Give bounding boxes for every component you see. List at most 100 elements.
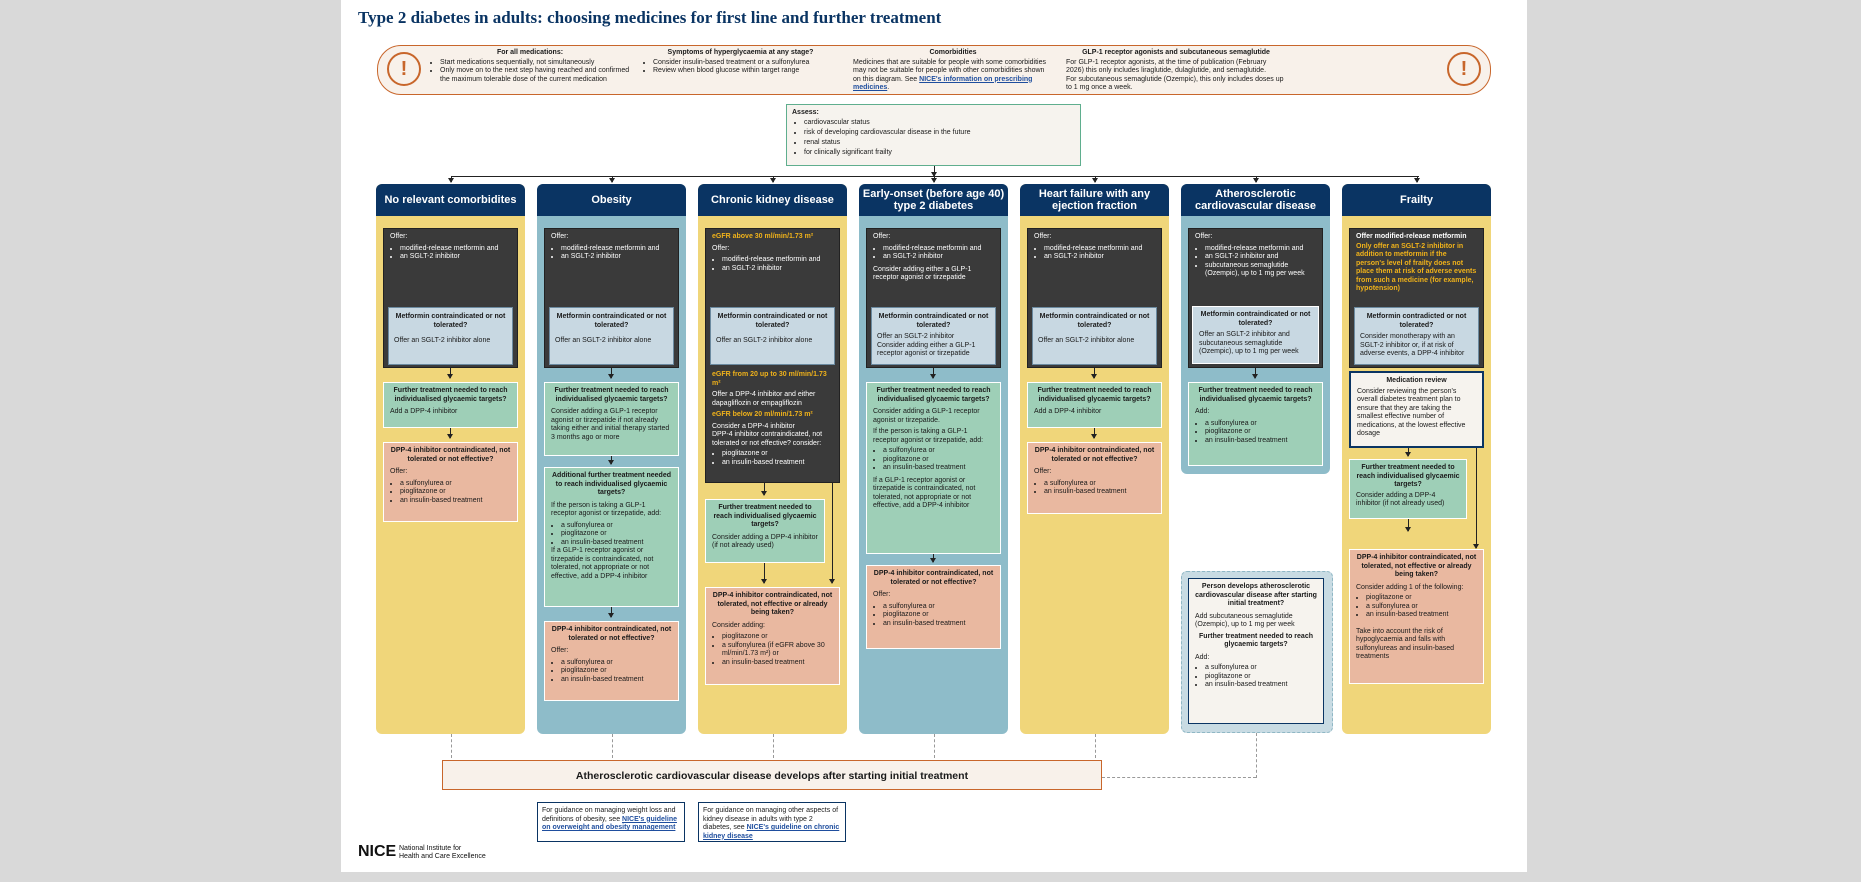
column-early-onset: Early-onset (before age 40) type 2 diabe… [859,184,1008,734]
flow-arrow [608,607,614,618]
treatment-item: pioglitazone or [1366,594,1477,603]
offer-label: Offer modified-release metformin [1356,233,1467,240]
further-treatment-box: Further treatment needed to reach indivi… [1188,382,1323,466]
banner-glp1: GLP-1 receptor agonists and subcutaneous… [1066,49,1286,93]
offer-box: Offer: modified-release metformin and an… [1027,228,1162,368]
offer-item: an SGLT-2 inhibitor [400,253,511,262]
exclamation-icon: ! [387,52,421,86]
box-text: Add: [1195,653,1210,661]
box-text: Offer an SGLT-2 inhibitor and subcutaneo… [1199,331,1299,355]
dashed-connector [1102,777,1256,778]
develops-later-box: Person develops atherosclerotic cardiova… [1188,578,1324,724]
org-name-line: Health and Care Excellence [399,853,486,860]
box-heading: Further treatment needed to reach indivi… [393,387,508,403]
box-text: If a GLP-1 receptor agonist or tirzepati… [551,547,654,580]
box-text: Consider reviewing the person's overall … [1357,387,1466,438]
box-heading: Further treatment needed to reach indivi… [713,504,817,528]
treatment-item: an insulin-based treatment [722,459,833,468]
dpp4-contraindicated-box: DPP-4 inhibitor contraindicated, not tol… [705,587,840,685]
assess-item: renal status [804,138,1075,148]
box-heading: DPP-4 inhibitor contraindicated, not tol… [873,570,994,586]
assess-heading: Assess: [792,109,819,116]
additional-treatment-box: Additional further treatment needed to r… [544,467,679,607]
treatment-item: a sulfonylurea or [400,480,511,489]
prescribing-info-link[interactable]: NICE's information on prescribing medici… [853,75,1033,92]
ckd-guideline-link[interactable]: NICE's guideline on chronic kidney disea… [703,824,840,840]
assess-item: for clinically significant frailty [804,148,1075,158]
metformin-contraindicated-box: Metformin contradicted or not tolerated?… [1354,307,1479,365]
box-heading: Metformin contraindicated or not tolerat… [878,313,989,329]
medication-review-box: Medication review Consider reviewing the… [1349,371,1484,448]
box-heading: Further treatment needed to reach indivi… [1037,387,1152,403]
box-text: Consider adding either a GLP-1 receptor … [877,341,976,358]
important-notes-banner: ! ! For all medications: Start medicatio… [377,45,1491,95]
metformin-contraindicated-box: Metformin contraindicated or not tolerat… [710,307,835,365]
offer-item: modified-release metformin and [1044,245,1155,254]
banner-text: Medicines that are suitable for people w… [853,58,1046,83]
assess-box: Assess: cardiovascular status risk of de… [786,104,1081,166]
box-heading: DPP-4 inhibitor contraindicated, not tol… [390,447,511,463]
treatment-item: an insulin-based treatment [1366,611,1477,620]
box-text: Consider adding a DPP-4 inhibitor (if no… [712,533,818,550]
treatment-item: an insulin-based treatment [1205,681,1317,690]
egfr-label: eGFR below 20 ml/min/1.73 m² [712,411,813,418]
banner-all-medications: For all medications: Start medications s… [430,49,630,84]
column-title: Obesity [537,184,686,216]
connector-arrow [1092,176,1098,183]
column-no-comorbidities: No relevant comorbidites Offer: modified… [376,184,525,734]
dashed-connector [612,734,613,758]
banner-heading: Comorbidities [929,49,977,56]
develops-later-container: Person develops atherosclerotic cardiova… [1181,571,1333,733]
box-text: Offer an SGLT-2 inhibitor alone [555,337,652,344]
treatment-item: a sulfonylurea or [1366,603,1477,612]
box-text: Offer an SGLT-2 inhibitor alone [394,337,491,344]
offer-item: an SGLT-2 inhibitor [883,253,994,262]
banner-text: . [887,84,890,91]
dpp4-contraindicated-box: DPP-4 inhibitor contraindicated, not tol… [1349,549,1484,684]
treatment-item: pioglitazone or [722,633,833,642]
ascvd-develops-bar: Atherosclerotic cardiovascular disease d… [442,760,1102,790]
egfr-label: eGFR above 30 ml/min/1.73 m² [712,233,814,240]
further-treatment-box: Further treatment needed to reach indivi… [1027,382,1162,428]
egfr-label: eGFR from 20 up to 30 ml/min/1.73 m² [712,371,827,387]
nice-org-name: National Institute for Health and Care E… [399,845,486,861]
flow-arrow [761,483,767,496]
treatment-item: pioglitazone or [561,667,672,676]
obesity-guideline-link[interactable]: NICE's guideline on overweight and obesi… [542,815,677,832]
metformin-contraindicated-box: Metformin contraindicated or not tolerat… [1032,307,1157,365]
offer-item: subcutaneous semaglutide (Ozempic), up t… [1205,262,1316,279]
further-treatment-box: Further treatment needed to reach indivi… [383,382,518,428]
offer-item: an SGLT-2 inhibitor and [1205,253,1316,262]
box-text: Consider adding: [712,621,765,629]
treatment-item: pioglitazone or [561,530,672,539]
metformin-contraindicated-box: Metformin contraindicated or not tolerat… [388,307,513,365]
ckd-guidance-box: For guidance on managing other aspects o… [698,802,846,842]
offer-item: modified-release metformin and [1205,245,1316,254]
flow-arrow [608,368,614,379]
treatment-item: pioglitazone or [722,450,833,459]
connector-arrow [609,176,615,183]
flow-arrow [1091,368,1097,379]
treatment-item: an insulin-based treatment [1044,488,1155,497]
dpp4-contraindicated-box: DPP-4 inhibitor contraindicated, not tol… [866,565,1001,649]
metformin-contraindicated-box: Metformin contraindicated or not tolerat… [1192,306,1319,364]
box-heading: Further treatment needed to reach glycae… [1199,632,1313,649]
flow-arrow [1252,368,1258,379]
column-atherosclerotic: Atherosclerotic cardiovascular disease O… [1181,184,1330,474]
treatment-item: pioglitazone or [883,611,994,620]
box-heading: Additional further treatment needed to r… [551,472,671,496]
flow-arrow [447,428,453,439]
treatment-item: an insulin-based treatment [1205,437,1316,446]
metformin-contraindicated-box: Metformin contraindicated or not tolerat… [549,307,674,365]
offer-label: Offer: [390,233,408,240]
further-treatment-box: Further treatment needed to reach indivi… [1349,459,1467,519]
box-text: Consider adding a DPP-4 inhibitor (if no… [1356,491,1445,508]
flow-arrow [608,456,614,465]
box-text: Consider adding either a GLP-1 receptor … [873,265,972,282]
box-heading: Metformin contradicted or not tolerated? [1366,313,1467,329]
box-text: Offer an SGLT-2 inhibitor alone [1038,337,1135,344]
offer-item: an SGLT-2 inhibitor [722,265,833,274]
box-heading: Metformin contraindicated or not tolerat… [556,313,667,329]
further-treatment-box: Further treatment needed to reach indivi… [866,382,1001,554]
guide-text: For guidance on managing weight loss and… [542,807,676,823]
